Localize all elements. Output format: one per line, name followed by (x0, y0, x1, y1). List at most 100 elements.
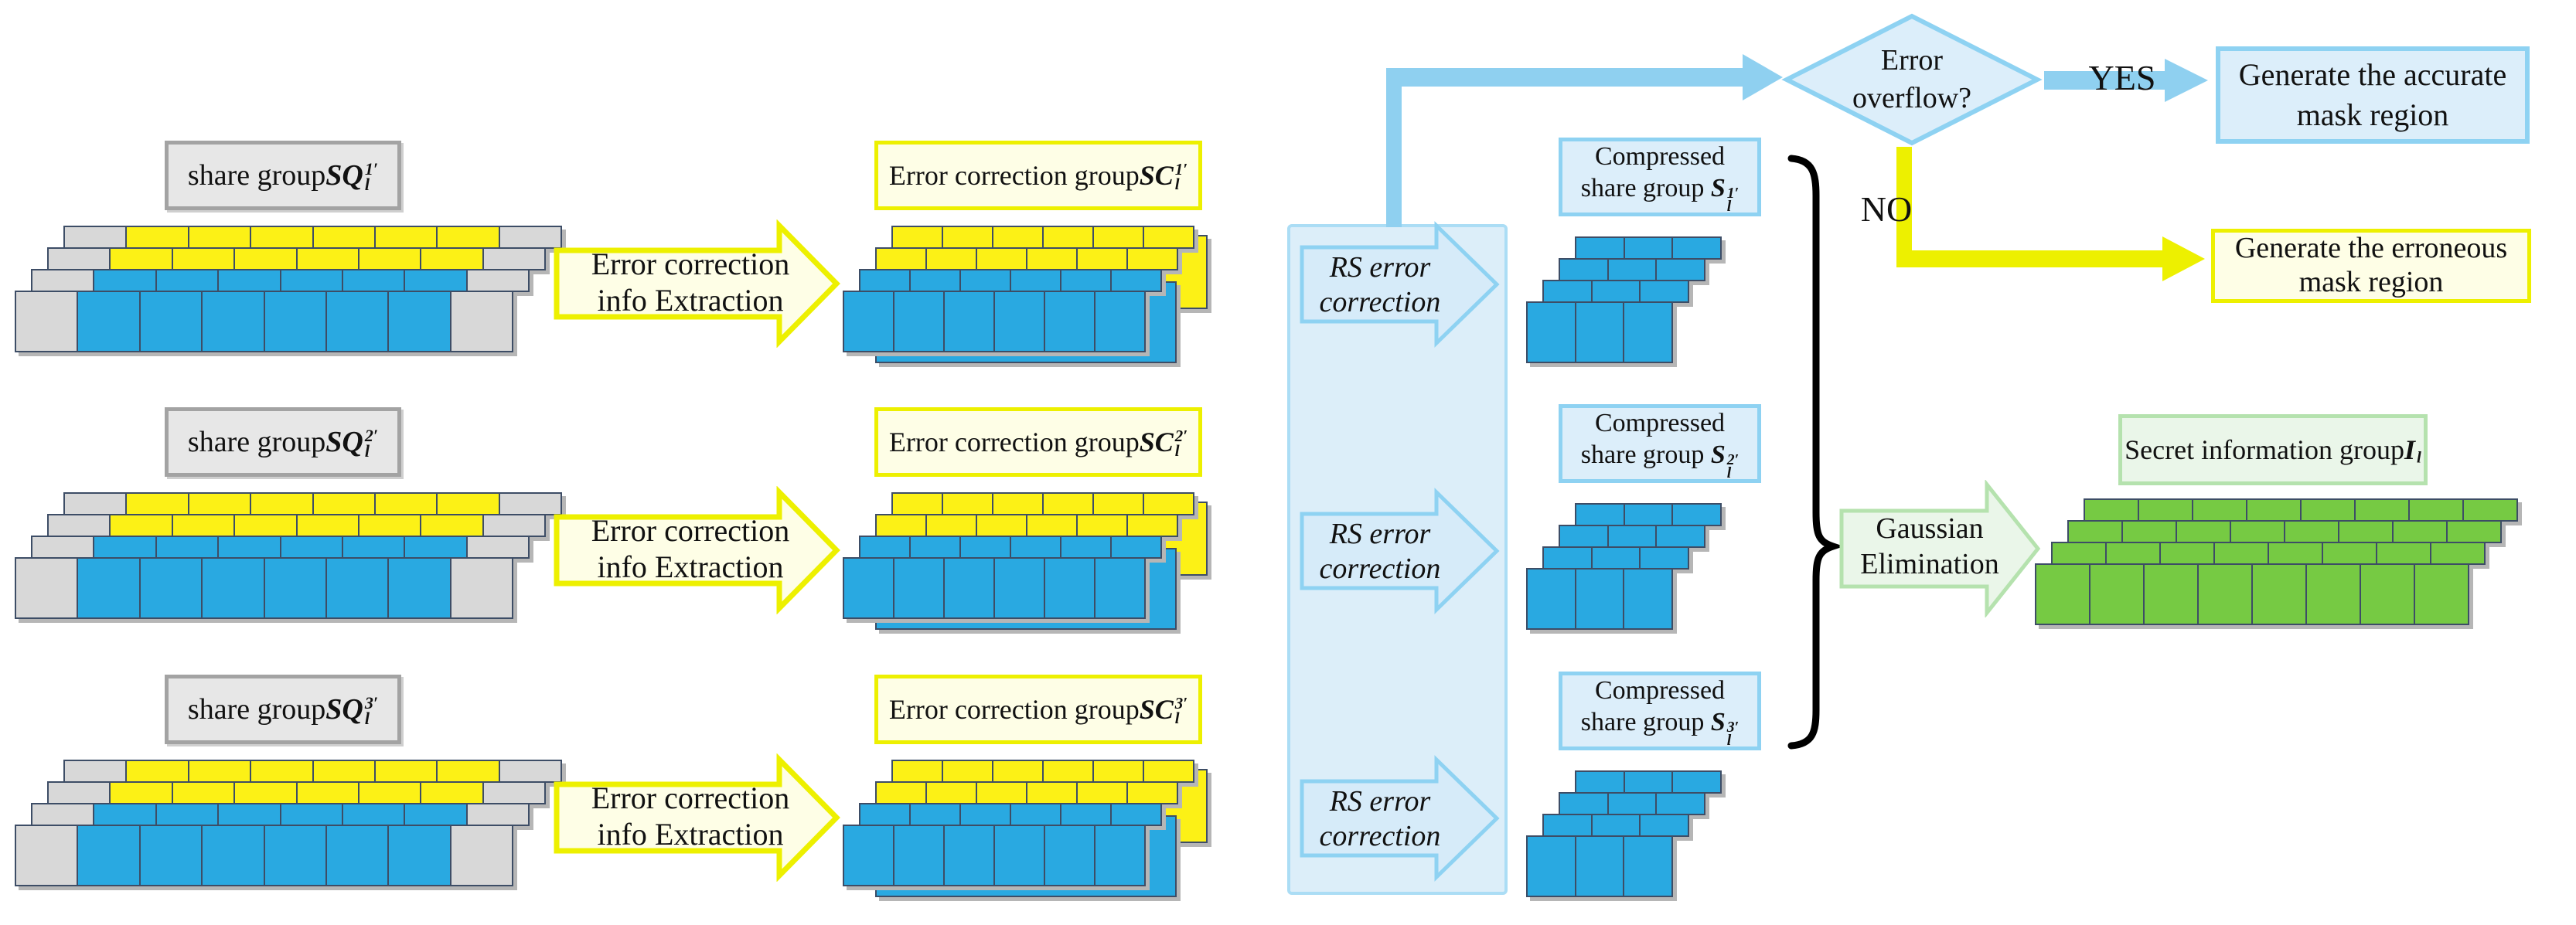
no-label: NO (1860, 189, 1913, 229)
data-block-cell (1092, 494, 1143, 514)
block-row (843, 557, 1146, 619)
no-line-horizontal (1896, 250, 2164, 267)
block-row (47, 247, 546, 270)
data-block-cell (1528, 570, 1575, 628)
data-block-cell (1076, 515, 1126, 536)
pad-block-cell (65, 494, 126, 514)
data-block-cell (993, 559, 1044, 617)
data-block-cell (1044, 292, 1094, 351)
share-group-text: share group (187, 159, 326, 192)
data-block-cell (893, 559, 943, 617)
block-row (1575, 503, 1722, 526)
block-row (2084, 498, 2518, 522)
gaussian-elimination-arrow-icon (1839, 480, 2041, 617)
data-block-cell (357, 249, 421, 269)
data-block-cell (993, 292, 1044, 351)
data-block-cell (341, 270, 404, 291)
data-block-cell (925, 783, 976, 803)
block-row (1526, 835, 1673, 897)
secret-information-stack (2035, 498, 2545, 653)
block-row (31, 803, 530, 826)
data-block-cell (436, 761, 499, 781)
data-block-cell (1076, 249, 1126, 269)
data-block-cell (312, 494, 374, 514)
no-line-vertical (1896, 147, 1912, 267)
data-block-cell (1671, 772, 1721, 792)
data-block-cell (1574, 570, 1624, 628)
pad-block-cell (482, 783, 544, 803)
extraction-arrow-icon (554, 753, 840, 882)
pad-block-cell (49, 515, 110, 536)
feedback-arrowhead-icon (1743, 54, 1783, 100)
data-block-cell (201, 292, 264, 351)
data-block-cell (1026, 783, 1076, 803)
data-block-cell (860, 270, 909, 291)
data-block-cell (1671, 238, 1721, 258)
pad-block-cell (449, 559, 512, 617)
data-block-cell (2159, 543, 2213, 563)
block-row (15, 825, 513, 886)
data-block-cell (2284, 522, 2338, 542)
data-block-cell (2446, 522, 2500, 542)
data-block-cell (138, 826, 202, 885)
data-block-cell (420, 783, 482, 803)
yes-label: YES (2088, 58, 2156, 97)
data-block-cell (1560, 526, 1607, 546)
data-block-cell (2268, 543, 2322, 563)
data-block-cell (325, 559, 388, 617)
data-block-cell (976, 515, 1026, 536)
data-block-cell (1655, 260, 1705, 280)
data-block-cell (2462, 500, 2516, 520)
data-block-cell (312, 761, 374, 781)
pad-block-cell (465, 804, 528, 825)
error-correction-stack-2 (843, 492, 1229, 647)
data-block-cell (279, 270, 342, 291)
pad-block-cell (482, 515, 544, 536)
pad-block-cell (498, 227, 561, 247)
data-block-cell (959, 537, 1010, 557)
share-group-symbol: SQ (325, 159, 363, 192)
data-block-cell (2430, 543, 2484, 563)
data-block-cell (357, 783, 421, 803)
data-block-cell (1060, 537, 1110, 557)
data-block-cell (187, 761, 250, 781)
data-block-cell (860, 804, 909, 825)
data-block-cell (387, 292, 450, 351)
data-block-cell (1026, 515, 1076, 536)
block-row (875, 781, 1178, 804)
data-block-cell (2414, 565, 2468, 624)
pad-block-cell (465, 537, 528, 557)
data-block-cell (1576, 772, 1624, 792)
data-block-cell (877, 783, 925, 803)
data-block-cell (2121, 522, 2176, 542)
data-block-cell (201, 559, 264, 617)
block-row (2067, 520, 2502, 543)
rs-correction-arrow-icon (1300, 755, 1500, 882)
data-block-cell (1639, 815, 1688, 835)
extraction-arrow-label-1: Error correction info Extraction (591, 247, 790, 318)
data-block-cell (2089, 565, 2143, 624)
block-row (891, 492, 1194, 515)
data-block-cell (138, 559, 202, 617)
data-block-cell (1590, 281, 1640, 301)
block-row (1575, 236, 1722, 260)
rs-correction-arrow-label-1: RS error correction (1319, 251, 1441, 318)
block-row (31, 536, 530, 559)
data-block-cell (943, 559, 993, 617)
data-block-cell (109, 783, 172, 803)
pad-block-cell (32, 270, 94, 291)
data-block-cell (1623, 570, 1672, 628)
pad-block-cell (465, 270, 528, 291)
pad-block-cell (16, 559, 77, 617)
data-block-cell (1010, 270, 1060, 291)
data-block-cell (77, 292, 139, 351)
data-block-cell (2105, 543, 2159, 563)
data-block-cell (373, 494, 437, 514)
data-block-cell (1010, 804, 1060, 825)
